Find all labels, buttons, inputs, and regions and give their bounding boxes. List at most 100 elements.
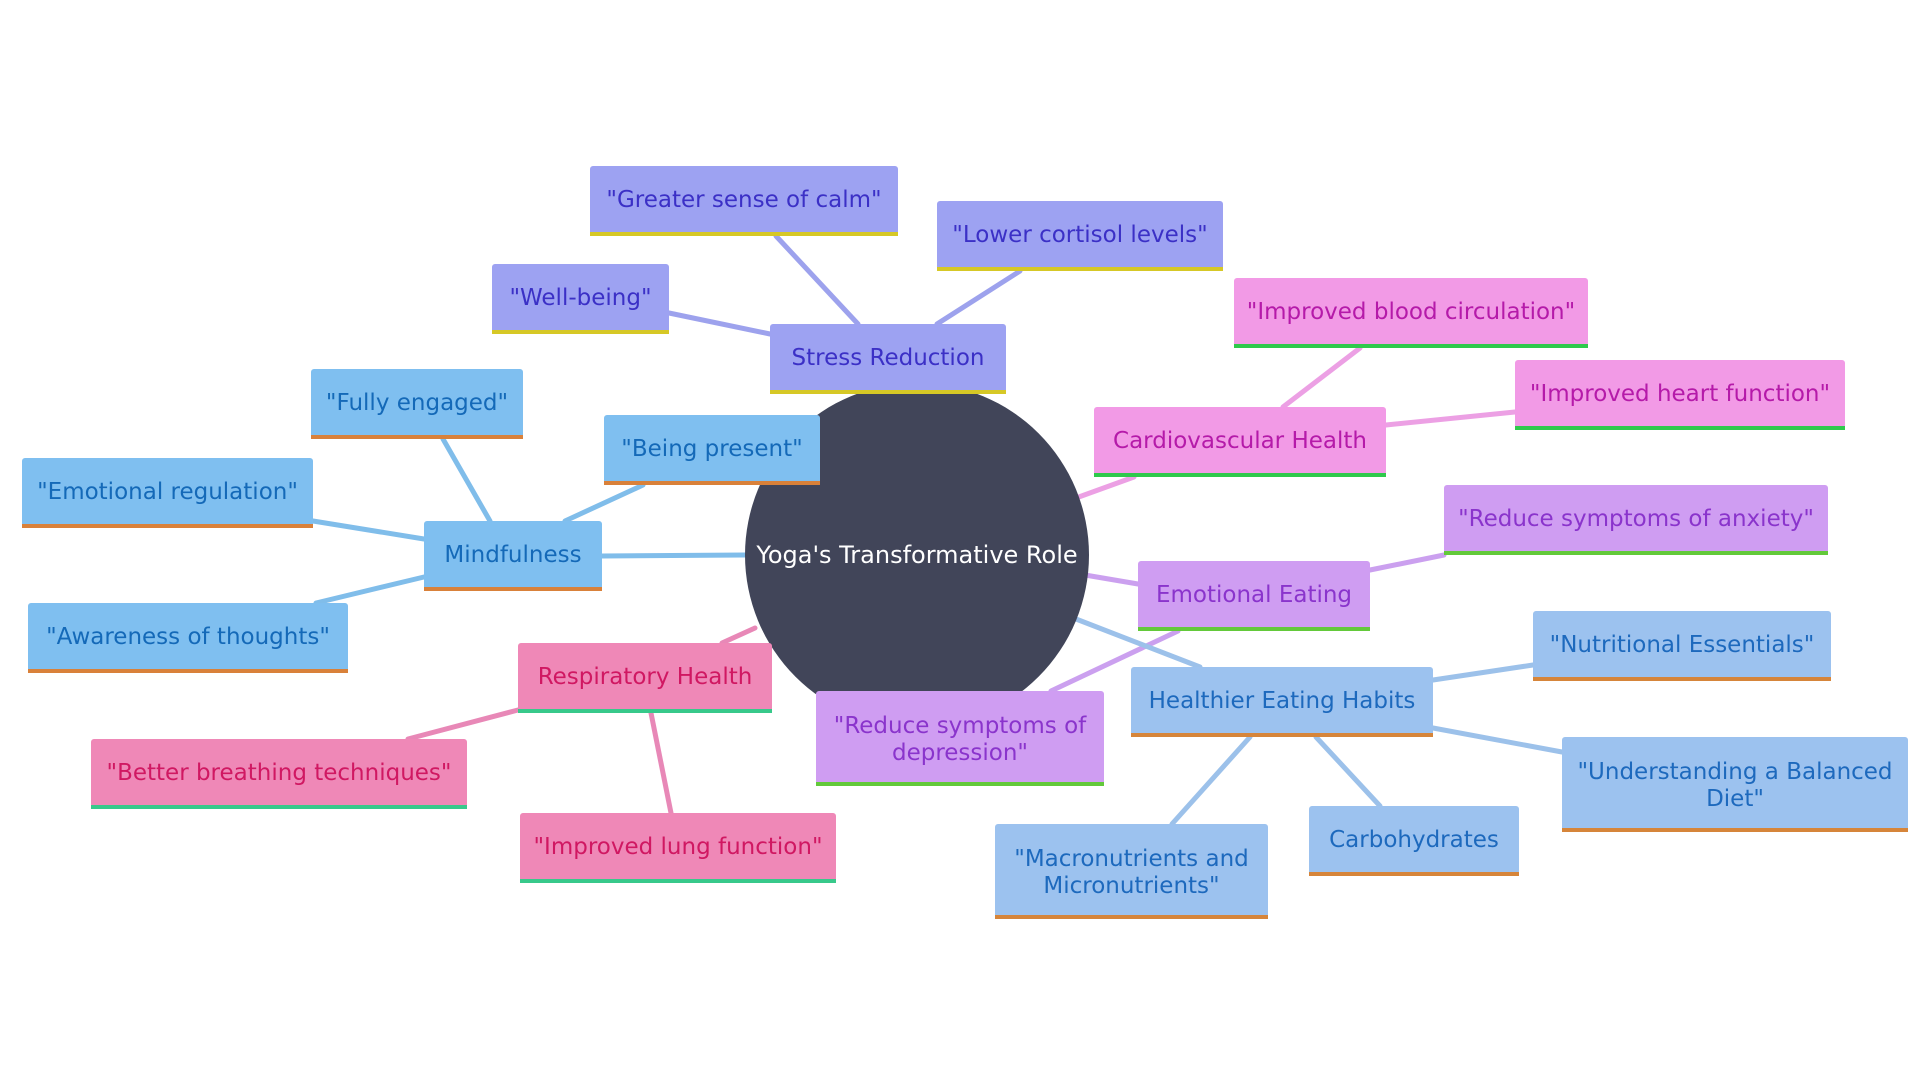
node-stress-0-label: "Greater sense of calm" <box>606 187 881 213</box>
node-eating-3-underline <box>995 915 1268 919</box>
branch-eating-underline <box>1131 733 1433 737</box>
node-stress-2-label: "Well-being" <box>509 285 651 311</box>
node-mindfulness-2[interactable]: "Emotional regulation" <box>22 458 313 528</box>
node-mindfulness-1[interactable]: "Fully engaged" <box>311 369 523 439</box>
edge-mindfulness-child-3 <box>313 574 427 606</box>
branch-cardio-underline <box>1094 473 1386 477</box>
branch-mindfulness[interactable]: Mindfulness <box>424 521 602 591</box>
node-respiratory-0-underline <box>91 805 467 809</box>
node-eating-0-box <box>1533 611 1831 681</box>
node-mindfulness-0-box <box>604 415 820 485</box>
node-mindfulness-0-label: "Being present" <box>621 436 802 462</box>
node-eating-2-underline <box>1309 872 1519 876</box>
branch-respiratory[interactable]: Respiratory Health <box>518 643 772 713</box>
node-stress-2[interactable]: "Well-being" <box>492 264 669 334</box>
node-cardio-0-underline <box>1234 344 1588 348</box>
edge-root-mindfulness <box>599 552 748 559</box>
branch-cardio-label: Cardiovascular Health <box>1113 428 1367 454</box>
node-mindfulness-1-box <box>311 369 523 439</box>
edge-eating-child-2 <box>1313 734 1383 809</box>
node-mindfulness-1-underline <box>311 435 523 439</box>
node-cardio-1[interactable]: "Improved heart function" <box>1515 360 1845 430</box>
node-stress-0-box <box>590 166 898 236</box>
node-cardio-0-label: "Improved blood circulation" <box>1247 299 1575 325</box>
node-cardio-1-label: "Improved heart function" <box>1530 381 1830 407</box>
node-stress-2-underline <box>492 330 669 334</box>
node-eating-0-label: "Nutritional Essentials" <box>1550 632 1815 658</box>
node-mindfulness-2-box <box>22 458 313 528</box>
node-mindfulness-3[interactable]: "Awareness of thoughts" <box>28 603 348 673</box>
edge-eating-child-3 <box>1169 734 1253 827</box>
edges-layer <box>310 233 1565 827</box>
node-respiratory-0-box <box>91 739 467 809</box>
node-respiratory-1-label: "Improved lung function" <box>533 834 822 860</box>
node-eating-1-box <box>1562 737 1908 832</box>
branch-stress-label: Stress Reduction <box>792 345 985 371</box>
node-eating-0-underline <box>1533 677 1831 681</box>
node-emotional-0-box <box>1444 485 1828 555</box>
branch-respiratory-box <box>518 643 772 713</box>
node-mindfulness-3-underline <box>28 669 348 673</box>
edge-respiratory-child-0 <box>405 707 521 742</box>
edge-emotional-child-1 <box>1048 628 1181 694</box>
edge-stress-child-1 <box>934 268 1023 327</box>
node-emotional-0[interactable]: "Reduce symptoms of anxiety" <box>1444 485 1828 555</box>
node-eating-2[interactable]: Carbohydrates <box>1309 806 1519 876</box>
edge-cardio-child-1 <box>1383 409 1518 428</box>
edge-stress-child-0 <box>773 233 861 327</box>
node-mindfulness-3-label: "Awareness of thoughts" <box>46 624 330 650</box>
node-stress-1[interactable]: "Lower cortisol levels" <box>937 201 1223 271</box>
node-cardio-1-underline <box>1515 426 1845 430</box>
node-stress-0-underline <box>590 232 898 236</box>
node-mindfulness-1-label: "Fully engaged" <box>326 390 508 416</box>
node-respiratory-1[interactable]: "Improved lung function" <box>520 813 836 883</box>
branch-emotional[interactable]: Emotional Eating <box>1138 561 1370 631</box>
edge-root-respiratory <box>719 625 758 646</box>
edge-mindfulness-child-1 <box>440 436 493 524</box>
node-mindfulness-2-underline <box>22 524 313 528</box>
node-mindfulness-3-box <box>28 603 348 673</box>
node-respiratory-1-box <box>520 813 836 883</box>
node-cardio-0[interactable]: "Improved blood circulation" <box>1234 278 1588 348</box>
edge-stress-child-2 <box>666 310 773 337</box>
branch-emotional-label: Emotional Eating <box>1156 582 1352 608</box>
root-label: Yoga's Transformative Role <box>755 541 1077 569</box>
branch-eating[interactable]: Healthier Eating Habits <box>1131 667 1433 737</box>
node-mindfulness-0[interactable]: "Being present" <box>604 415 820 485</box>
branch-stress-underline <box>770 390 1006 394</box>
node-mindfulness-2-label: "Emotional regulation" <box>37 479 298 505</box>
branch-cardio[interactable]: Cardiovascular Health <box>1094 407 1386 477</box>
edge-root-cardio <box>1073 474 1137 501</box>
branch-eating-box <box>1131 667 1433 737</box>
edge-mindfulness-child-0 <box>562 482 646 524</box>
edge-mindfulness-child-2 <box>310 518 427 542</box>
node-respiratory-1-underline <box>520 879 836 883</box>
node-stress-1-box <box>937 201 1223 271</box>
node-eating-0[interactable]: "Nutritional Essentials" <box>1533 611 1831 681</box>
node-respiratory-0[interactable]: "Better breathing techniques" <box>91 739 467 809</box>
edge-root-eating <box>1073 616 1203 670</box>
branch-stress[interactable]: Stress Reduction <box>770 324 1006 394</box>
node-mindfulness-0-underline <box>604 481 820 485</box>
node-emotional-0-underline <box>1444 551 1828 555</box>
node-eating-2-label: Carbohydrates <box>1329 827 1499 853</box>
nodes-layer: Stress Reduction "Greater sense of calm" "… <box>22 166 1908 919</box>
branch-emotional-underline <box>1138 627 1370 631</box>
edge-eating-child-1 <box>1430 725 1565 755</box>
root-node[interactable] <box>745 383 1089 727</box>
root-layer: Yoga's Transformative Role <box>745 383 1089 727</box>
node-emotional-0-label: "Reduce symptoms of anxiety" <box>1458 506 1814 532</box>
node-stress-0[interactable]: "Greater sense of calm" <box>590 166 898 236</box>
branch-respiratory-underline <box>518 709 772 713</box>
node-emotional-1-box <box>816 691 1104 786</box>
edge-emotional-child-0 <box>1367 552 1447 573</box>
edge-root-emotional <box>1082 572 1141 587</box>
branch-respiratory-label: Respiratory Health <box>538 664 753 690</box>
